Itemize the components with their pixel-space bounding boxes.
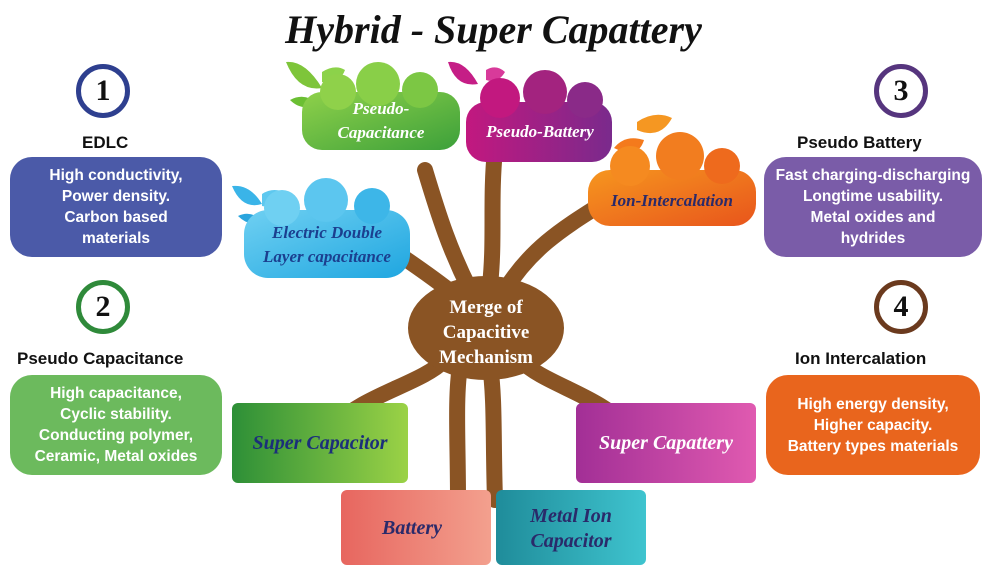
number-badge-2: 2 bbox=[76, 280, 130, 334]
bubble-pseudo-battery: Pseudo-Battery bbox=[485, 122, 594, 141]
output-metal-ion-line2: Capacitor bbox=[530, 530, 611, 552]
bubble-edlc-line1: Electric Double bbox=[271, 223, 382, 242]
heading-ion-intercalation: Ion Intercalation bbox=[795, 349, 927, 368]
info-line: Fast charging-discharging bbox=[775, 167, 971, 184]
bubble-pseudo-capacitance-line2: Capacitance bbox=[338, 123, 425, 142]
info-line: Higher capacity. bbox=[813, 416, 933, 434]
output-shapes bbox=[232, 403, 756, 565]
info-line: Cyclic stability. bbox=[60, 406, 172, 423]
number-badge-4: 4 bbox=[874, 280, 928, 334]
info-line: Conducting polymer, bbox=[38, 427, 194, 444]
info-line: Power density. bbox=[61, 188, 171, 205]
heading-edlc: EDLC bbox=[82, 133, 129, 152]
output-battery: Battery bbox=[381, 517, 442, 539]
info-line: Battery types materials bbox=[787, 437, 959, 455]
info-box-edlc: High conductivity, Power density. Carbon… bbox=[10, 157, 222, 257]
info-line: Carbon based bbox=[64, 209, 168, 226]
heading-pseudo-capacitance: Pseudo Capacitance bbox=[17, 349, 184, 368]
center-line2: Capacitive bbox=[443, 322, 530, 343]
info-box-pseudo-capacitance: High capacitance, Cyclic stability. Cond… bbox=[10, 375, 222, 475]
center-line3: Mechanism bbox=[439, 347, 533, 368]
center-node bbox=[408, 276, 564, 380]
info-line: hydrides bbox=[840, 230, 906, 247]
bubble-pseudo-capacitance-line1: Pseudo- bbox=[352, 99, 410, 118]
info-line: High conductivity, bbox=[49, 167, 183, 184]
center-line1: Merge of bbox=[449, 297, 523, 318]
number-badge-3: 3 bbox=[874, 64, 928, 118]
info-box-pseudo-battery: Fast charging-discharging Longtime usabi… bbox=[764, 157, 982, 257]
number-badge-1: 1 bbox=[76, 64, 130, 118]
info-line: materials bbox=[81, 230, 151, 247]
info-line: High energy density, bbox=[797, 395, 949, 413]
bubble-ion-intercalation: Ion-Intercalation bbox=[610, 191, 733, 210]
output-super-capattery: Super Capattery bbox=[599, 432, 733, 454]
bubble-edlc-line2: Layer capacitance bbox=[262, 247, 391, 266]
info-line: Ceramic, Metal oxides bbox=[34, 448, 198, 465]
info-line: Metal oxides and bbox=[810, 209, 936, 226]
info-line: High capacitance, bbox=[50, 385, 182, 402]
info-line: Longtime usability. bbox=[802, 188, 944, 205]
output-metal-ion-line1: Metal Ion bbox=[529, 505, 612, 527]
info-box-ion-intercalation: High energy density, Higher capacity. Ba… bbox=[766, 375, 980, 475]
heading-pseudo-battery: Pseudo Battery bbox=[797, 133, 922, 152]
output-super-capacitor: Super Capacitor bbox=[252, 432, 387, 454]
bubble-shapes bbox=[244, 62, 756, 278]
diagram-title: Hybrid - Super Capattery bbox=[285, 7, 702, 52]
